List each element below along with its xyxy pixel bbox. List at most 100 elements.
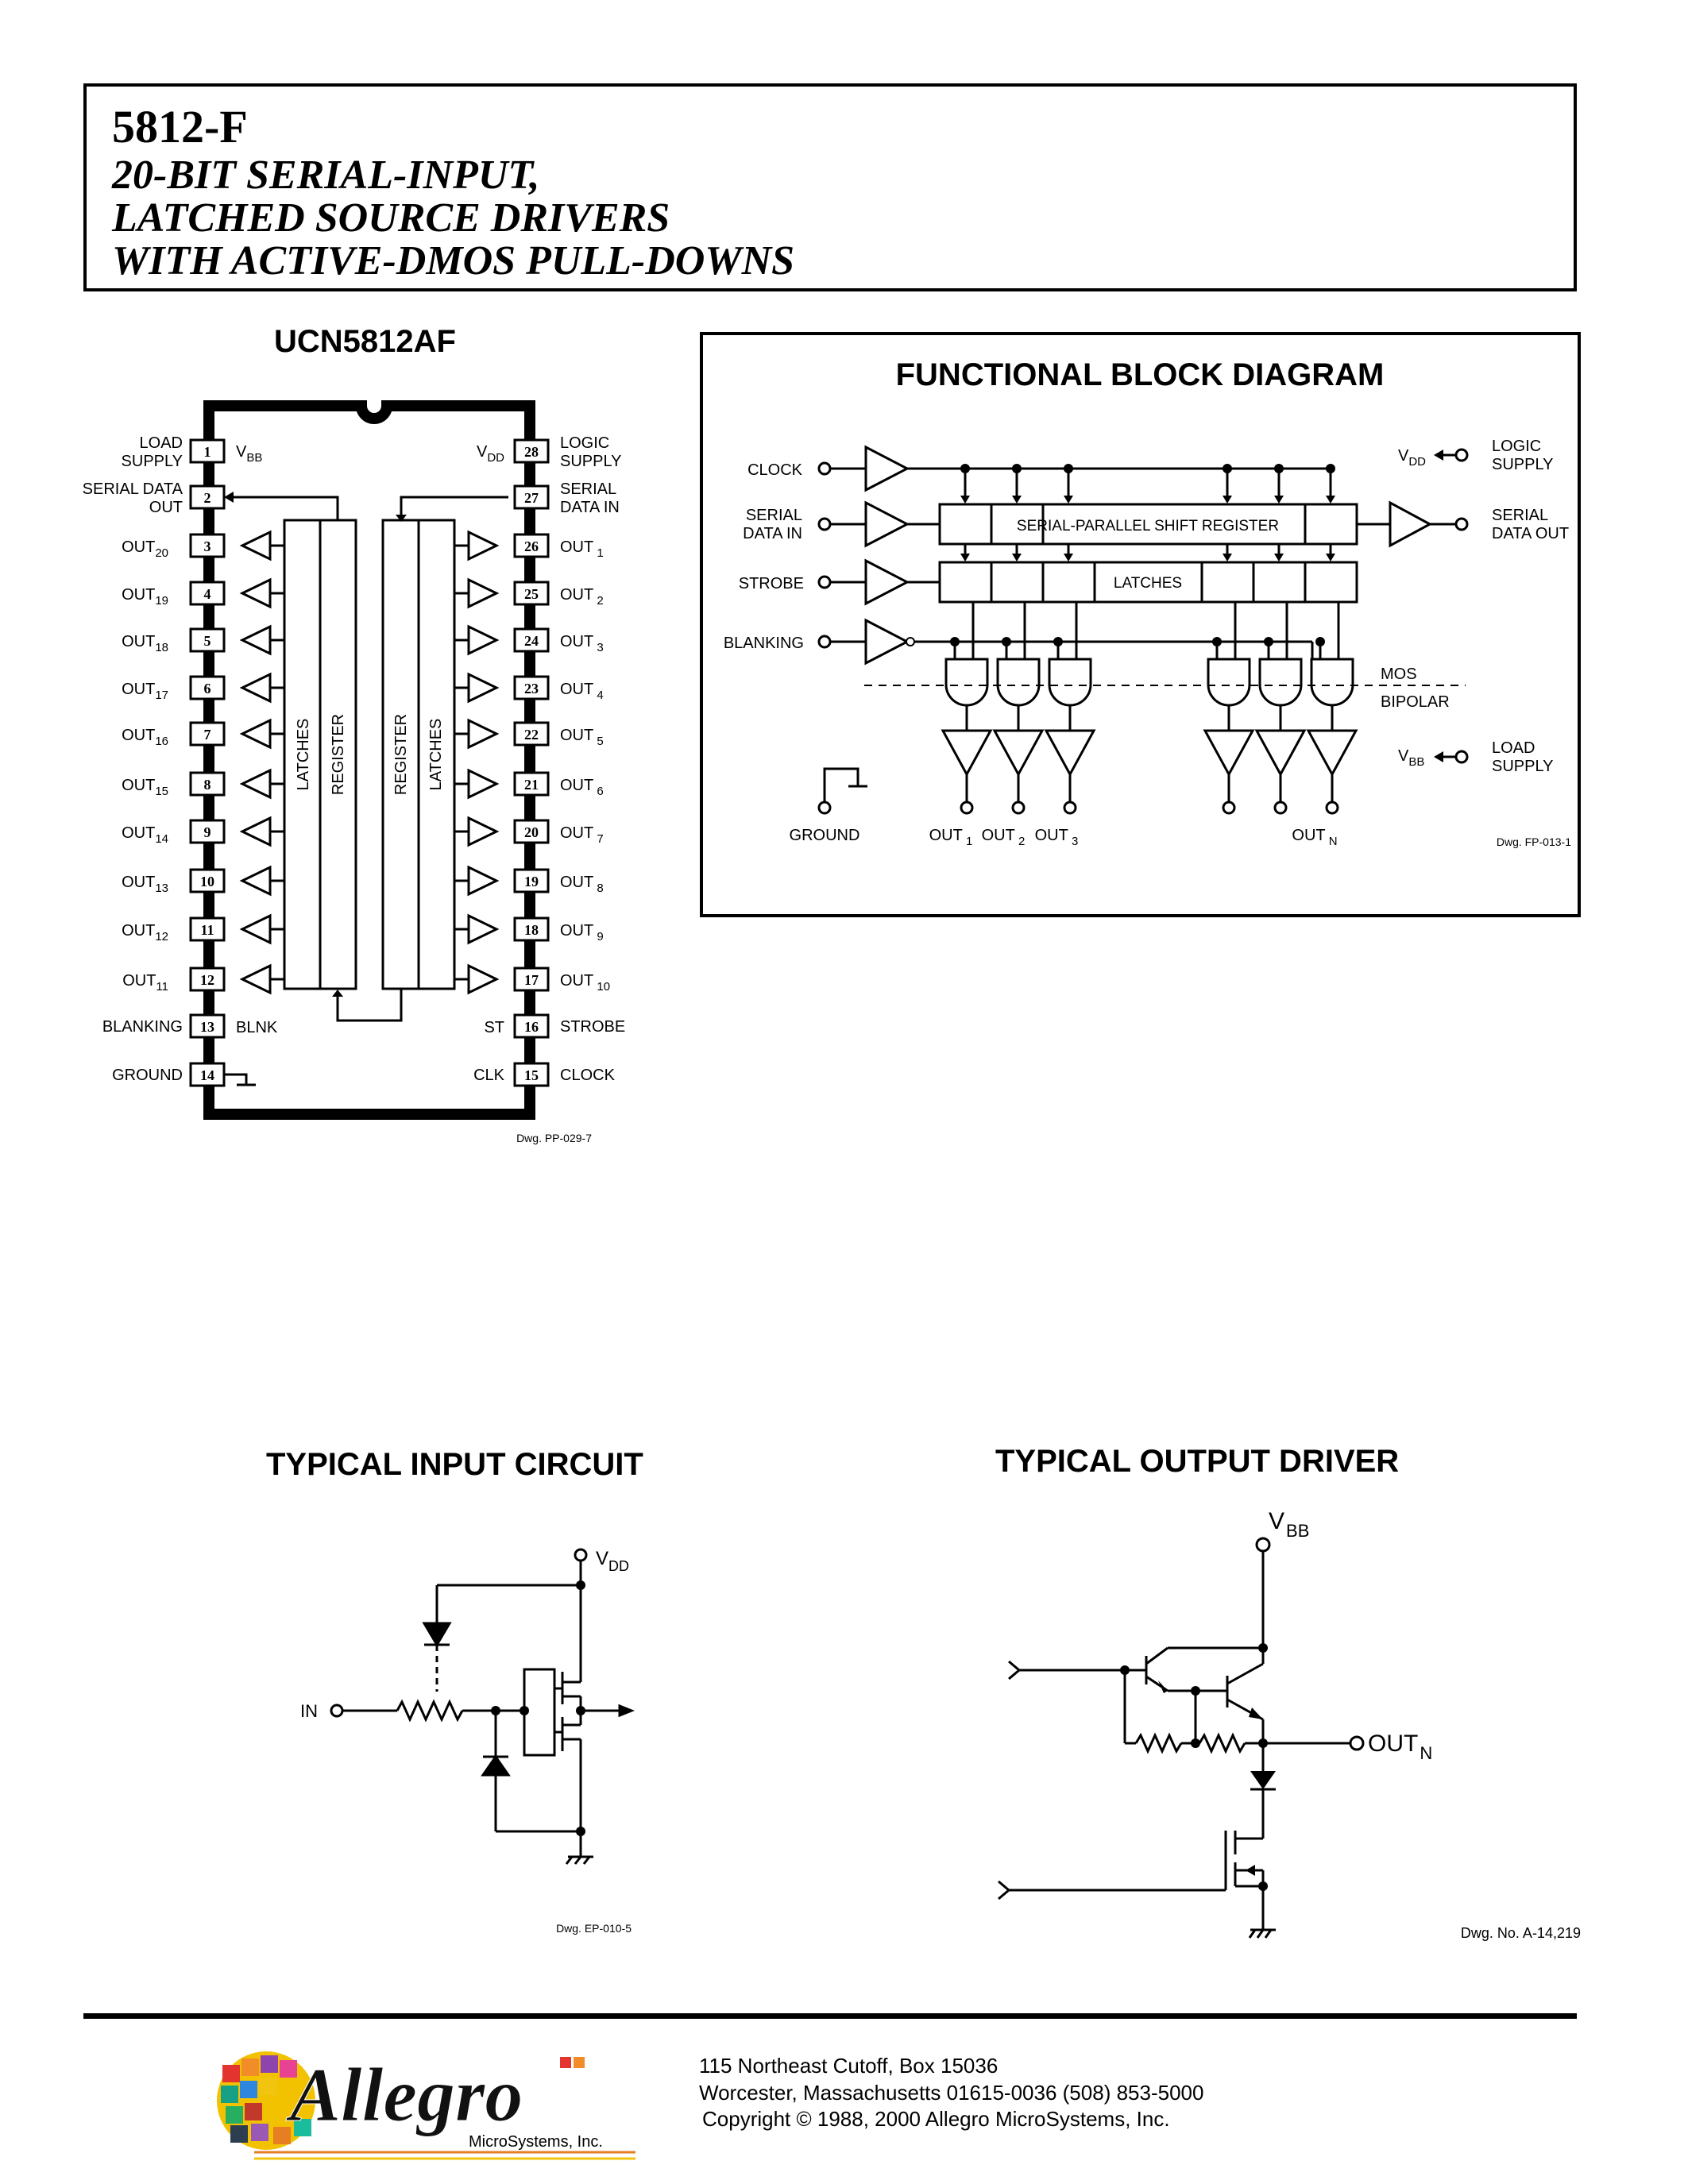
pin-label-left: OUT: [149, 499, 183, 516]
pin-box-right: [513, 484, 550, 510]
label-register-left: REGISTER: [330, 714, 347, 795]
fbd-output-driver: [1254, 729, 1307, 778]
pin-label-right: STROBE: [560, 1018, 625, 1036]
input-circuit-nodes: [491, 1580, 585, 1836]
pin-box-left: [189, 627, 226, 653]
output-driver-nodes: [1120, 1643, 1276, 1891]
pin-label-left: OUT11: [122, 972, 168, 994]
fbd-output-driver: [992, 729, 1045, 778]
fbd-sr-to-latch-arrow: [1274, 554, 1284, 561]
title-line-3: WITH ACTIVE-DMOS PULL-DOWNS: [112, 238, 795, 284]
fbd-input-buffer: [864, 618, 910, 666]
fbd-output-terminal: [1063, 801, 1077, 815]
pin-box-right: [513, 819, 550, 844]
fbd-output-driver: [1203, 729, 1255, 778]
pin-number-right: 18: [524, 922, 539, 938]
label-blnk: BLNK: [236, 1019, 278, 1036]
fbd-load-supply-1: LOAD: [1492, 739, 1535, 757]
pin-label-left: OUT18: [122, 633, 168, 654]
title-line-2: LATCHED SOURCE DRIVERS: [112, 195, 670, 241]
label-vbb-inner: VBB: [236, 443, 262, 465]
pin-number-right: 20: [524, 824, 539, 840]
pin-label-left: OUT20: [122, 538, 168, 560]
pin-label-right: LOGIC: [560, 434, 609, 452]
pin-number-left: 11: [200, 922, 214, 938]
fbd-blanking-label: BLANKING: [724, 635, 804, 652]
fbd-sr-to-latch-arrow: [1012, 554, 1022, 561]
fbd-out-label: OUT 1: [929, 827, 973, 848]
pin-number-left: 2: [204, 490, 211, 506]
pin-label-left: BLANKING: [102, 1018, 183, 1036]
label-latches-left: LATCHES: [295, 719, 312, 791]
fbd-clock-arrow: [960, 496, 970, 504]
pin-label-right: OUT 9: [560, 922, 604, 943]
fbd-sdi-label-1: SERIAL: [746, 507, 802, 524]
footer-rule: [83, 2013, 1577, 2019]
label-clk: CLK: [473, 1067, 505, 1084]
pin-number-left: 4: [204, 586, 211, 602]
pin-number-right: 28: [524, 444, 539, 460]
pin-number-left: 1: [204, 444, 211, 460]
fbd-sdo-label-2: DATA OUT: [1492, 525, 1569, 542]
pin-label-right: OUT 3: [560, 633, 604, 654]
pin-number-right: 23: [524, 681, 539, 696]
fbd-shift-register-label: SERIAL-PARALLEL SHIFT REGISTER: [1017, 518, 1279, 534]
ic-body: [203, 400, 535, 1120]
pin-box-left: [189, 916, 226, 942]
allegro-logo: Allegro MicroSystems, Inc.: [217, 2051, 635, 2160]
pin-number-left: 5: [204, 633, 211, 649]
fbd-sr-to-latch-arrow: [960, 554, 970, 561]
pin-number-right: 24: [524, 633, 539, 649]
fbd-output-terminal: [1011, 801, 1026, 815]
pin-box-left: [189, 819, 226, 844]
output-vbb-label: VBB: [1269, 1508, 1309, 1541]
pin-label-left: OUT17: [122, 681, 168, 702]
pin-label-right: OUT 7: [560, 824, 604, 846]
pin-label-right: OUT 2: [560, 586, 604, 608]
fbd-load-supply-2: SUPPLY: [1492, 758, 1553, 775]
pin-box-left: [189, 1013, 226, 1039]
pin-box-right: [513, 771, 550, 797]
output-driver-title: TYPICAL OUTPUT DRIVER: [995, 1444, 1400, 1479]
part-number: 5812-F: [112, 101, 248, 152]
fbd-vbb-arrow: [1434, 751, 1443, 762]
pin-label-left: OUT15: [122, 777, 168, 798]
pin-number-left: 13: [200, 1019, 214, 1035]
pinout-dwg: Dwg. PP-029-7: [516, 1132, 592, 1144]
pin-label-right: OUT 1: [560, 538, 604, 560]
input-circuit-title: TYPICAL INPUT CIRCUIT: [266, 1447, 643, 1482]
pin-label-left: LOAD: [140, 434, 183, 452]
fbd-output-terminal: [1325, 801, 1339, 815]
fbd-logic-supply-2: SUPPLY: [1492, 456, 1553, 473]
fbd-and-gate: [996, 658, 1041, 707]
fbd-strobe-label: STROBE: [739, 575, 804, 592]
fbd-clock-arrow: [1274, 496, 1284, 504]
arrow-register-link: [332, 990, 343, 997]
pin-number-left: 12: [200, 972, 214, 988]
pin-box-left: [189, 721, 226, 747]
pin-number-right: 15: [524, 1067, 539, 1083]
pin-number-right: 19: [524, 874, 539, 889]
wire-serial-in: [400, 496, 508, 515]
pin-label-right: OUT 8: [560, 874, 604, 895]
fbd-dwg: Dwg. FP-013-1: [1497, 835, 1571, 848]
pin-number-right: 17: [524, 972, 539, 988]
fbd-sr-to-latch-arrow: [1064, 554, 1073, 561]
pin-label-left: OUT19: [122, 586, 168, 608]
fbd-sr-to-latch-arrow: [1223, 554, 1232, 561]
fbd-output-driver: [1044, 729, 1096, 778]
pin-box-right: [513, 967, 550, 992]
block-register-left: [319, 519, 357, 990]
fbd-shift-register: [938, 503, 1358, 546]
fbd-output-terminal: [1222, 801, 1236, 815]
pin-number-left: 3: [204, 538, 211, 554]
fbd-vbb-terminal: [1454, 750, 1469, 764]
pin-label-left: SERIAL DATA: [83, 480, 183, 498]
fbd-latches-label: LATCHES: [1114, 575, 1182, 592]
fbd-ground-label: GROUND: [790, 827, 860, 844]
fbd-logic-supply-1: LOGIC: [1492, 438, 1541, 455]
pin-box-left: [189, 675, 226, 700]
arrow-serial-in: [396, 515, 407, 522]
